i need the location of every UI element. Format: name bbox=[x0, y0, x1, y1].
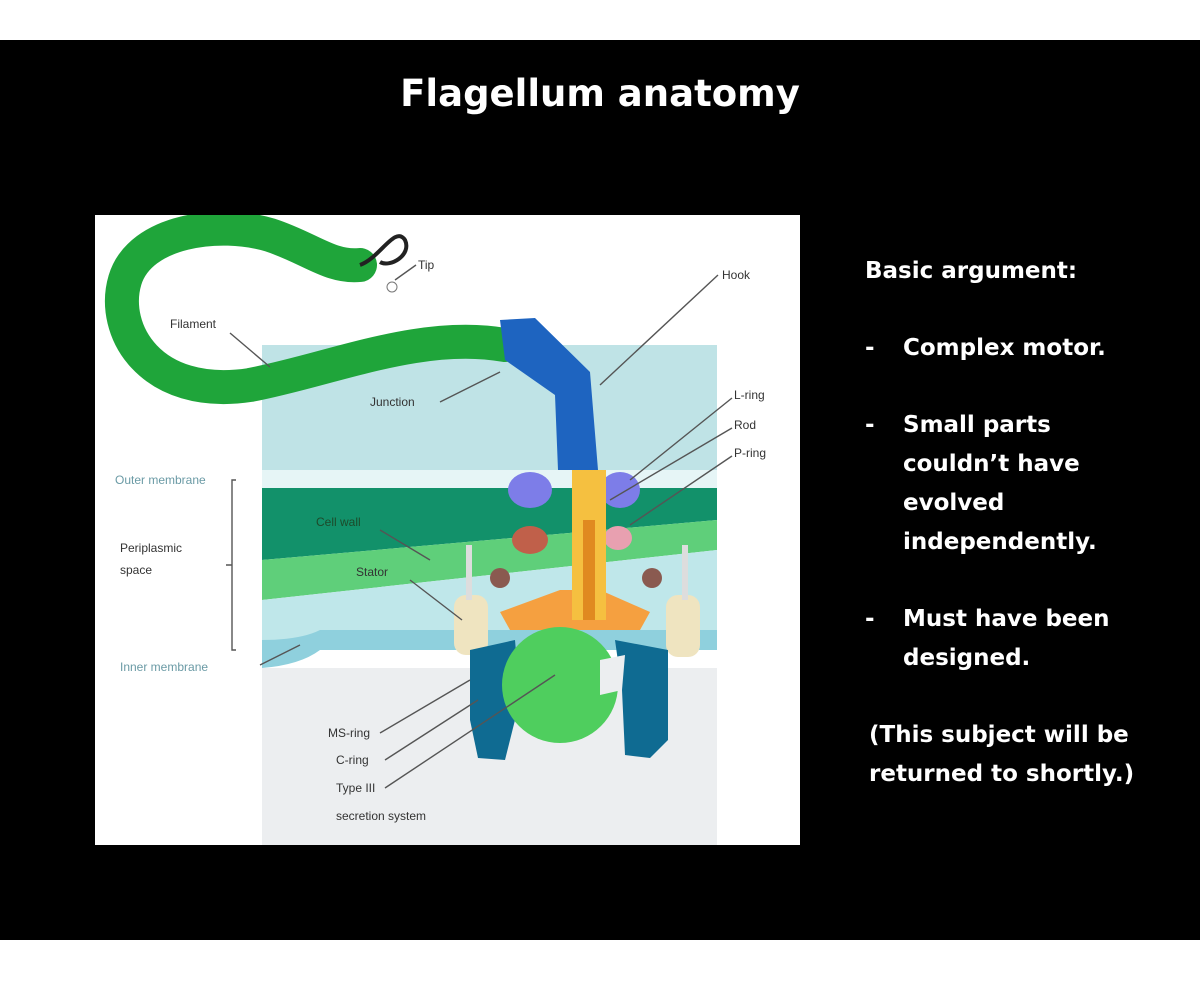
bullet-item: - Complex motor. bbox=[865, 329, 1134, 368]
label-c-ring: C-ring bbox=[336, 753, 369, 767]
bullet-dash: - bbox=[865, 335, 875, 361]
note-line: (This subject will be bbox=[869, 722, 1129, 748]
label-rod: Rod bbox=[734, 418, 756, 432]
bullet-item: - Must have been designed. bbox=[865, 600, 1134, 678]
l-ring-right-shape bbox=[600, 472, 640, 508]
leader-type-iii bbox=[384, 674, 556, 789]
motor-protein-left bbox=[490, 568, 510, 588]
periplasmic-brace bbox=[226, 479, 236, 651]
note: (This subject will be returned to shortl… bbox=[869, 716, 1134, 794]
p-ring-right-shape bbox=[604, 526, 632, 550]
leader-l-ring bbox=[629, 397, 733, 481]
argument-text: Basic argument: - Complex motor. - Small… bbox=[865, 252, 1134, 794]
leader-junction bbox=[439, 371, 501, 403]
label-outer-membrane: Outer membrane bbox=[115, 473, 206, 487]
tip-cap-shape bbox=[386, 281, 398, 293]
bullet-dash: - bbox=[865, 606, 875, 632]
leader-tip bbox=[394, 264, 417, 281]
bullet-line: Must have been bbox=[903, 606, 1110, 632]
filament-shape bbox=[104, 215, 522, 404]
label-stator: Stator bbox=[356, 565, 388, 579]
label-hook: Hook bbox=[722, 268, 751, 282]
leader-p-ring bbox=[629, 455, 733, 526]
leader-c-ring bbox=[384, 699, 479, 761]
outer-membrane-layer bbox=[262, 470, 717, 488]
label-space: space bbox=[120, 563, 152, 577]
stator-right-stalk bbox=[682, 545, 688, 600]
flagellum-diagram: Tip Hook Filament Junction L-ring Rod P-… bbox=[104, 215, 766, 845]
bullet-item: - Small parts couldn’t have evolved inde… bbox=[865, 406, 1134, 562]
label-l-ring: L-ring bbox=[734, 388, 765, 402]
leader-ms-ring bbox=[379, 679, 471, 734]
slide-title: Flagellum anatomy bbox=[400, 72, 800, 115]
bullet-dash: - bbox=[865, 412, 875, 438]
sphere-notch bbox=[600, 655, 625, 695]
bullet-line: designed. bbox=[903, 645, 1031, 671]
bullet-line: Complex motor. bbox=[903, 335, 1106, 361]
stator-right-shape bbox=[666, 595, 700, 657]
motor-protein-right bbox=[642, 568, 662, 588]
label-tip: Tip bbox=[418, 258, 435, 272]
leader-cell-wall bbox=[379, 529, 431, 561]
filament-tip-shape bbox=[359, 234, 409, 267]
c-ring-right-shape bbox=[615, 640, 668, 758]
leader-stator bbox=[409, 579, 463, 621]
leader-hook bbox=[599, 274, 719, 386]
diagram-panel: Tip Hook Filament Junction L-ring Rod P-… bbox=[95, 215, 800, 845]
l-ring-left-shape bbox=[508, 472, 552, 508]
stator-left-stalk bbox=[466, 545, 472, 600]
hook-shape bbox=[500, 318, 598, 470]
rod-core-shape bbox=[583, 520, 595, 620]
leader-rod bbox=[609, 427, 733, 501]
label-cell-wall: Cell wall bbox=[316, 515, 361, 529]
leader-inner-membrane bbox=[259, 644, 301, 666]
secretion-system-shape bbox=[502, 627, 618, 743]
label-secretion-system: secretion system bbox=[336, 809, 426, 823]
label-type-iii: Type III bbox=[336, 781, 375, 795]
bullet-line: Small parts bbox=[903, 412, 1051, 438]
label-p-ring: P-ring bbox=[734, 446, 766, 460]
label-filament: Filament bbox=[170, 317, 217, 331]
label-junction: Junction bbox=[370, 395, 415, 409]
leader-filament bbox=[229, 332, 271, 368]
argument-heading: Basic argument: bbox=[865, 258, 1078, 284]
bullet-line: independently. bbox=[903, 529, 1097, 555]
label-inner-membrane: Inner membrane bbox=[120, 660, 208, 674]
stator-left-shape bbox=[454, 595, 488, 655]
bullet-line: evolved bbox=[903, 490, 1005, 516]
label-periplasmic: Periplasmic bbox=[120, 541, 182, 555]
note-line: returned to shortly.) bbox=[869, 761, 1135, 787]
p-ring-left-shape bbox=[512, 526, 548, 554]
bullet-line: couldn’t have bbox=[903, 451, 1080, 477]
label-ms-ring: MS-ring bbox=[328, 726, 370, 740]
